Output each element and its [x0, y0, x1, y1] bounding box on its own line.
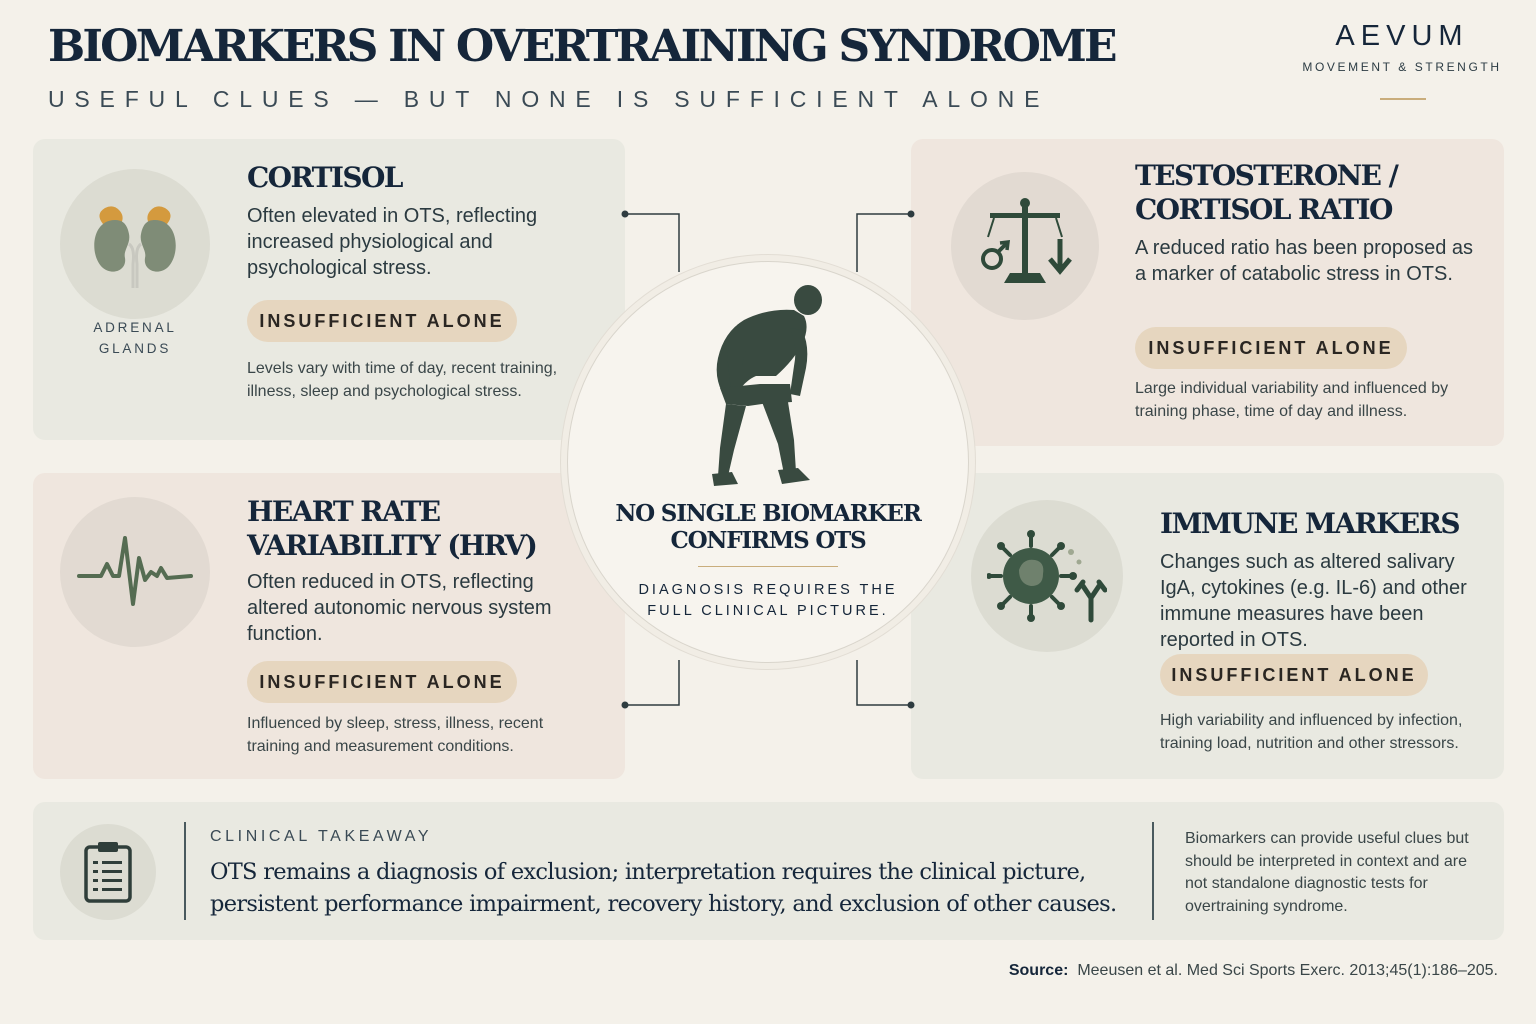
hrv-description: Often reduced in OTS, reflecting altered…: [247, 571, 552, 645]
immune-panel: IMMUNE MARKERS Changes such as altered s…: [911, 473, 1504, 779]
page-subtitle: USEFUL CLUES — BUT NONE IS SUFFICIENT AL…: [48, 86, 1050, 112]
balance-scale-icon: [951, 172, 1099, 320]
hrv-title: HEART RATE VARIABILITY (HRV): [247, 495, 538, 563]
heartbeat-icon: [60, 497, 210, 647]
cortisol-note: Levels vary with time of day, recent tra…: [247, 360, 558, 400]
adrenal-label-line2: GLANDS: [98, 341, 172, 356]
immune-note: High variability and influenced by infec…: [1160, 712, 1463, 752]
tc-ratio-description: A reduced ratio has been proposed as a m…: [1135, 237, 1474, 285]
tc-ratio-title: TESTOSTERONE / CORTISOL RATIO: [1135, 159, 1399, 227]
tc-ratio-panel: TESTOSTERONE / CORTISOL RATIO A reduced …: [911, 139, 1504, 446]
immune-badge: INSUFFICIENT ALONE: [1160, 654, 1428, 696]
takeaway-text: OTS remains a diagnosis of exclusion; in…: [210, 859, 1117, 917]
immune-title: IMMUNE MARKERS: [1160, 507, 1461, 540]
immune-description: Changes such as altered salivary IgA, cy…: [1160, 551, 1467, 651]
source-text: Meeusen et al. Med Sci Sports Exerc. 201…: [1077, 962, 1498, 979]
brand-divider: [1380, 98, 1426, 100]
takeaway-label: CLINICAL TAKEAWAY: [210, 828, 433, 845]
hrv-badge: INSUFFICIENT ALONE: [247, 661, 517, 703]
cortisol-description: Often elevated in OTS, reflecting increa…: [247, 205, 538, 279]
tc-ratio-title-line1: TESTOSTERONE /: [1135, 159, 1399, 192]
takeaway-panel: [33, 802, 1504, 940]
tc-ratio-note: Large individual variability and influen…: [1135, 380, 1449, 420]
adrenal-glands-label: ADRENAL GLANDS: [60, 317, 210, 359]
source-citation: Source: Meeusen et al. Med Sci Sports Ex…: [1009, 962, 1498, 980]
center-subtitle: DIAGNOSIS REQUIRES THE FULL CLINICAL PIC…: [638, 582, 898, 619]
center-title-line1: NO SINGLE BIOMARKER: [615, 500, 922, 527]
adrenal-glands-icon: [60, 169, 210, 319]
hrv-title-line2: VARIABILITY (HRV): [247, 529, 538, 562]
hrv-title-line1: HEART RATE: [247, 495, 441, 528]
cortisol-title: CORTISOL: [247, 161, 403, 194]
fatigued-athlete-icon: [712, 285, 822, 486]
page-title: BIOMARKERS IN OVERTRAINING SYNDROME: [48, 21, 1118, 72]
cortisol-panel: ADRENAL GLANDS CORTISOL Often elevated i…: [33, 139, 625, 440]
takeaway-note: Biomarkers can provide useful clues but …: [1185, 830, 1469, 915]
clipboard-icon: [60, 824, 156, 920]
source-label: Source:: [1008, 962, 1069, 979]
immune-cell-icon: [971, 500, 1123, 652]
center-divider: [698, 566, 838, 567]
takeaway-divider-right: [1152, 822, 1154, 920]
hrv-panel: HEART RATE VARIABILITY (HRV) Often reduc…: [33, 473, 625, 779]
center-title-line2: CONFIRMS OTS: [670, 527, 866, 554]
brand-name: AEVUM: [1335, 20, 1469, 52]
hrv-note: Influenced by sleep, stress, illness, re…: [247, 715, 544, 755]
tc-ratio-title-line2: CORTISOL RATIO: [1135, 193, 1393, 226]
tc-ratio-badge: INSUFFICIENT ALONE: [1135, 327, 1407, 369]
cortisol-badge: INSUFFICIENT ALONE: [247, 300, 517, 342]
center-title: NO SINGLE BIOMARKER CONFIRMS OTS: [568, 500, 968, 554]
takeaway-divider-left: [184, 822, 186, 920]
adrenal-label-line1: ADRENAL: [93, 320, 177, 335]
brand-tagline: MOVEMENT & STRENGTH: [1302, 60, 1502, 74]
